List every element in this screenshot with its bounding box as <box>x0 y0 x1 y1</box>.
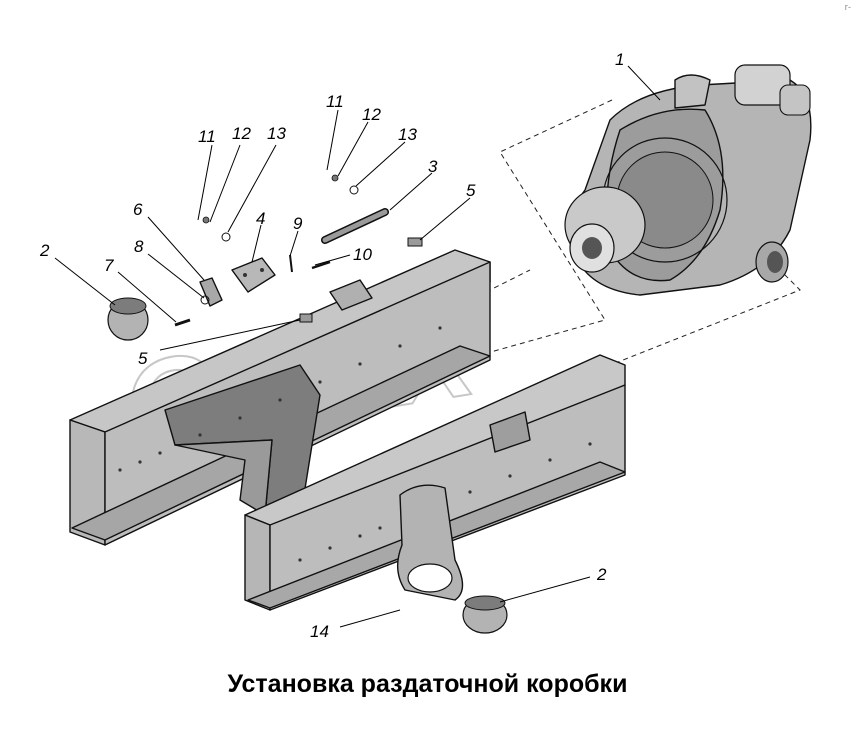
callout-12-right: 12 <box>362 105 381 124</box>
callout-5-upper: 5 <box>466 181 476 200</box>
callout-11-right: 11 <box>326 92 344 111</box>
callout-12-left: 12 <box>232 124 251 143</box>
diagram-caption: Установка раздаточной коробки <box>227 670 628 698</box>
bushing-left <box>107 297 149 341</box>
callouts: 1 2 2 3 4 5 5 6 7 8 9 10 11 12 13 11 12 … <box>39 50 624 641</box>
right-frame-rail <box>244 354 626 611</box>
callout-2-left: 2 <box>39 241 50 260</box>
bushing-right <box>462 595 508 634</box>
callout-10: 10 <box>353 245 372 264</box>
callout-2-right: 2 <box>596 565 607 584</box>
mounting-plate <box>231 257 276 293</box>
callout-11-left: 11 <box>198 127 216 146</box>
callout-13-left: 13 <box>267 124 286 143</box>
leader-lines <box>54 65 661 628</box>
support-bracket <box>397 484 464 601</box>
callout-14: 14 <box>310 622 329 641</box>
transfer-case <box>564 64 812 296</box>
callout-8: 8 <box>134 237 144 256</box>
callout-5-lower: 5 <box>138 349 148 368</box>
callout-13-right: 13 <box>398 125 417 144</box>
callout-7: 7 <box>104 256 114 275</box>
callout-9: 9 <box>293 214 303 233</box>
callout-4: 4 <box>256 209 265 228</box>
fasteners <box>174 174 423 327</box>
callout-1: 1 <box>615 50 624 69</box>
corner-mark: г- <box>844 2 851 12</box>
callout-3: 3 <box>428 157 438 176</box>
link-rod <box>321 208 389 244</box>
callout-6: 6 <box>133 200 143 219</box>
frame-holes <box>118 326 592 562</box>
